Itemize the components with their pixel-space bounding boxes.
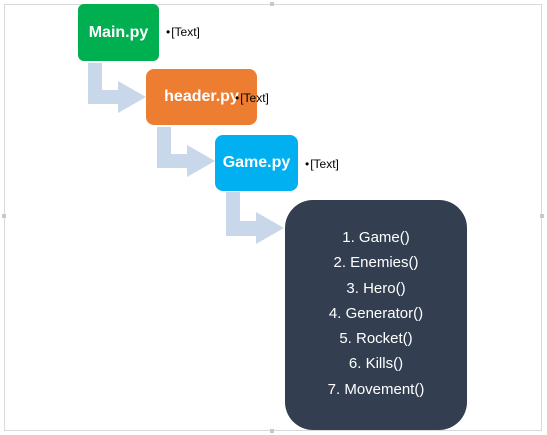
functions-box[interactable]: 1. Game() 2. Enemies() 3. Hero() 4. Gene… <box>285 200 467 430</box>
arrow-main-to-header <box>88 63 146 113</box>
node-header-py-label: header.py <box>164 88 239 105</box>
function-item: 4. Generator() <box>328 304 424 322</box>
note-header-py-text: [Text] <box>240 91 269 105</box>
note-main-py-text: [Text] <box>171 25 200 39</box>
function-item: 6. Kills() <box>348 355 404 373</box>
node-game-py-label: Game.py <box>222 154 291 171</box>
resize-handle-left[interactable] <box>2 214 6 218</box>
note-game-py-text: [Text] <box>310 157 339 171</box>
resize-handle-top[interactable] <box>270 2 274 6</box>
resize-handle-right[interactable] <box>540 214 544 218</box>
node-main-py-label: Main.py <box>88 23 149 41</box>
bullet-icon: • <box>305 157 310 171</box>
bullet-icon: • <box>166 25 171 39</box>
arrow-game-to-functions <box>226 192 284 244</box>
note-game-py[interactable]: •[Text] <box>305 157 339 171</box>
note-header-py[interactable]: •[Text] <box>235 91 269 105</box>
node-main-py[interactable]: Main.py <box>78 4 159 61</box>
node-game-py[interactable]: Game.py <box>215 135 298 191</box>
resize-handle-bottom[interactable] <box>270 429 274 433</box>
note-main-py[interactable]: •[Text] <box>166 25 200 39</box>
function-item: 5. Rocket() <box>339 330 413 348</box>
functions-list: 1. Game() 2. Enemies() 3. Hero() 4. Gene… <box>285 225 467 402</box>
function-item: 3. Hero() <box>346 279 406 297</box>
function-item: 1. Game() <box>342 229 410 246</box>
function-item: 2. Enemies() <box>333 254 419 272</box>
arrow-header-to-game <box>157 127 215 177</box>
node-header-py[interactable]: header.py <box>146 69 257 125</box>
bullet-icon: • <box>235 91 240 105</box>
function-item: 7. Movement() <box>327 380 425 398</box>
